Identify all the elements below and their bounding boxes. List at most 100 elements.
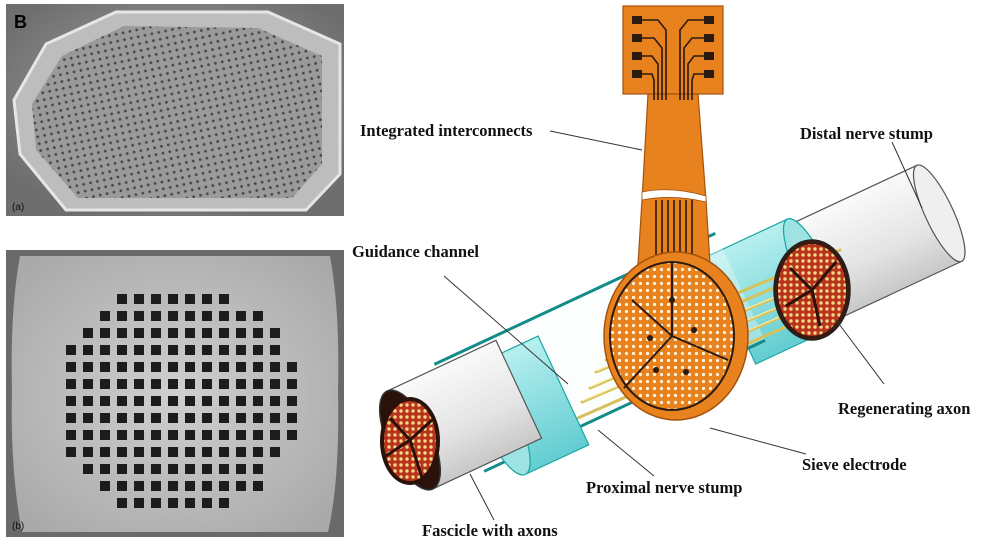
square-pore xyxy=(185,311,195,321)
square-pore xyxy=(134,481,144,491)
square-pore xyxy=(236,311,246,321)
square-pore xyxy=(202,311,212,321)
label-regenerating-axon: Regenerating axon xyxy=(838,399,971,418)
subpanel-label-a: (a) xyxy=(12,202,25,213)
square-pore xyxy=(202,481,212,491)
square-pore xyxy=(185,362,195,372)
square-pore xyxy=(151,430,161,440)
square-pore xyxy=(185,447,195,457)
square-pore xyxy=(287,379,297,389)
square-pore xyxy=(168,328,178,338)
square-pore xyxy=(100,447,110,457)
square-pore xyxy=(219,498,229,508)
square-pore xyxy=(270,447,280,457)
square-pore xyxy=(83,379,93,389)
square-pore xyxy=(66,396,76,406)
square-pore xyxy=(100,311,110,321)
square-pore xyxy=(185,345,195,355)
sem-image-a: B (a) xyxy=(6,4,344,216)
square-pore xyxy=(134,328,144,338)
square-pore xyxy=(83,328,93,338)
square-pore xyxy=(202,430,212,440)
square-pore xyxy=(202,464,212,474)
label-distal-nerve-stump: Distal nerve stump xyxy=(800,124,933,143)
square-pore xyxy=(219,447,229,457)
schematic-graphic xyxy=(378,5,966,521)
square-pore xyxy=(202,345,212,355)
square-pore xyxy=(253,413,263,423)
square-pore xyxy=(134,498,144,508)
square-pore xyxy=(168,362,178,372)
label-guidance-channel: Guidance channel xyxy=(352,242,479,261)
square-pore xyxy=(219,396,229,406)
square-pore xyxy=(253,464,263,474)
square-pore xyxy=(168,311,178,321)
square-pore xyxy=(100,413,110,423)
square-pore xyxy=(236,328,246,338)
square-pore xyxy=(219,430,229,440)
distal-fascicles xyxy=(773,239,851,341)
square-pore xyxy=(185,430,195,440)
square-pore xyxy=(83,464,93,474)
square-pore xyxy=(151,447,161,457)
square-pore xyxy=(66,362,76,372)
square-pore xyxy=(253,481,263,491)
square-pore xyxy=(134,311,144,321)
subpanel-label-b: (b) xyxy=(12,521,25,532)
square-pore xyxy=(151,345,161,355)
square-pore xyxy=(151,413,161,423)
square-pore xyxy=(253,447,263,457)
square-pore xyxy=(270,396,280,406)
square-pore xyxy=(117,413,127,423)
square-pore xyxy=(236,413,246,423)
square-pore xyxy=(202,396,212,406)
square-pore xyxy=(270,362,280,372)
square-pore xyxy=(151,379,161,389)
square-pore xyxy=(185,481,195,491)
square-pore xyxy=(202,362,212,372)
square-pore xyxy=(134,345,144,355)
square-pore xyxy=(168,345,178,355)
square-pore xyxy=(151,498,161,508)
square-pore xyxy=(270,379,280,389)
square-pore xyxy=(117,328,127,338)
square-pore xyxy=(117,447,127,457)
square-pore xyxy=(117,498,127,508)
square-pore xyxy=(117,379,127,389)
square-pore-grid xyxy=(66,294,297,508)
square-pore xyxy=(219,294,229,304)
square-pore xyxy=(134,362,144,372)
square-pore xyxy=(100,328,110,338)
square-pore xyxy=(117,481,127,491)
square-pore xyxy=(100,379,110,389)
square-pore xyxy=(134,447,144,457)
square-pore xyxy=(151,294,161,304)
square-pore xyxy=(134,294,144,304)
square-pore xyxy=(66,413,76,423)
square-pore xyxy=(253,345,263,355)
square-pore xyxy=(83,413,93,423)
square-pore xyxy=(219,311,229,321)
square-pore xyxy=(168,430,178,440)
leader-lines xyxy=(443,130,923,521)
square-pore xyxy=(287,362,297,372)
square-pore xyxy=(185,396,195,406)
square-pore xyxy=(219,379,229,389)
square-pore xyxy=(236,379,246,389)
square-pore xyxy=(117,362,127,372)
square-pore xyxy=(236,447,246,457)
square-pore xyxy=(168,396,178,406)
square-pore xyxy=(253,379,263,389)
square-pore xyxy=(236,464,246,474)
sieve-electrode-schematic: Integrated interconnects Distal nerve st… xyxy=(350,0,1000,541)
square-pore xyxy=(185,498,195,508)
integrated-interconnects-ribbon xyxy=(622,5,724,297)
square-pore xyxy=(83,396,93,406)
square-pore xyxy=(117,311,127,321)
square-pore xyxy=(185,413,195,423)
square-pore xyxy=(219,328,229,338)
square-pore xyxy=(168,464,178,474)
square-pore xyxy=(287,430,297,440)
square-pore xyxy=(66,379,76,389)
sieve-electrode-disk xyxy=(603,251,749,421)
